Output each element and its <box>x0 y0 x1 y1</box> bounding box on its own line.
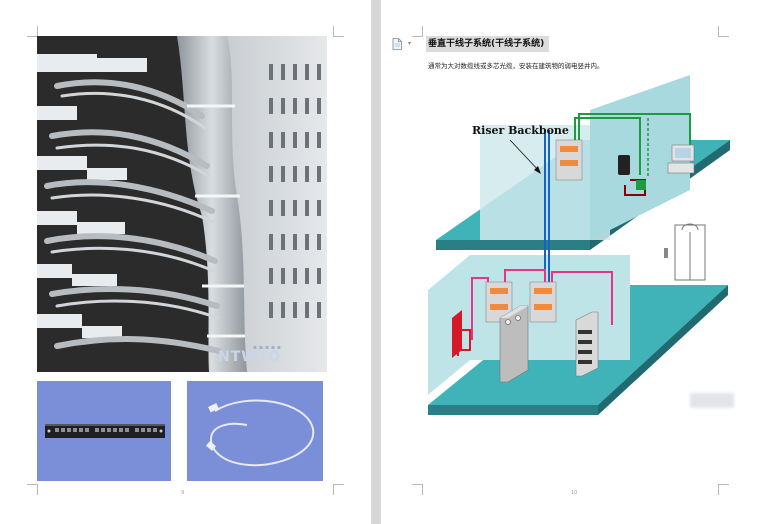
document-page-left: ▪ ▪ ▪ ▪ ▪ NTWTO 9 <box>0 0 371 524</box>
watermark-text: NTWTO <box>218 349 282 365</box>
riser-backbone-diagram: Riser Backbone <box>428 75 730 415</box>
crop-mark <box>333 26 344 37</box>
crop-mark <box>412 26 423 37</box>
patch-cable-photo <box>187 381 323 481</box>
watermark-subtext: ▪ ▪ ▪ ▪ ▪ <box>253 344 281 351</box>
body-paragraph: 通常为大对数缆线或多芯光缆，安装在建筑物的弱电竖井内。 <box>428 62 604 70</box>
crop-mark <box>718 26 729 37</box>
rack-cabling-photo <box>37 36 327 372</box>
crop-mark <box>718 484 729 495</box>
document-icon[interactable] <box>392 38 402 50</box>
telephone-icon <box>618 155 630 175</box>
crop-mark <box>27 26 38 37</box>
patch-panel-illustration <box>37 381 171 481</box>
patch-panel-photo <box>37 381 171 481</box>
wall-panel-red <box>452 310 462 358</box>
section-heading: 垂直干线子系统(干线子系统) <box>426 36 550 52</box>
riser-backbone-label: Riser Backbone <box>472 124 569 137</box>
page-gutter <box>371 0 381 524</box>
horizontal-cable-pink <box>551 271 613 325</box>
rack-cabling-illustration <box>37 36 327 372</box>
blurred-region <box>690 393 734 408</box>
crop-mark <box>27 484 38 495</box>
horizontal-cable-green <box>574 117 641 175</box>
crop-mark <box>412 484 423 495</box>
crop-mark <box>333 484 344 495</box>
page-number: 9 <box>181 490 185 496</box>
page-number: 10 <box>571 490 578 496</box>
patch-cable-illustration <box>187 381 323 481</box>
chevron-down-icon[interactable]: ▾ <box>408 40 412 47</box>
